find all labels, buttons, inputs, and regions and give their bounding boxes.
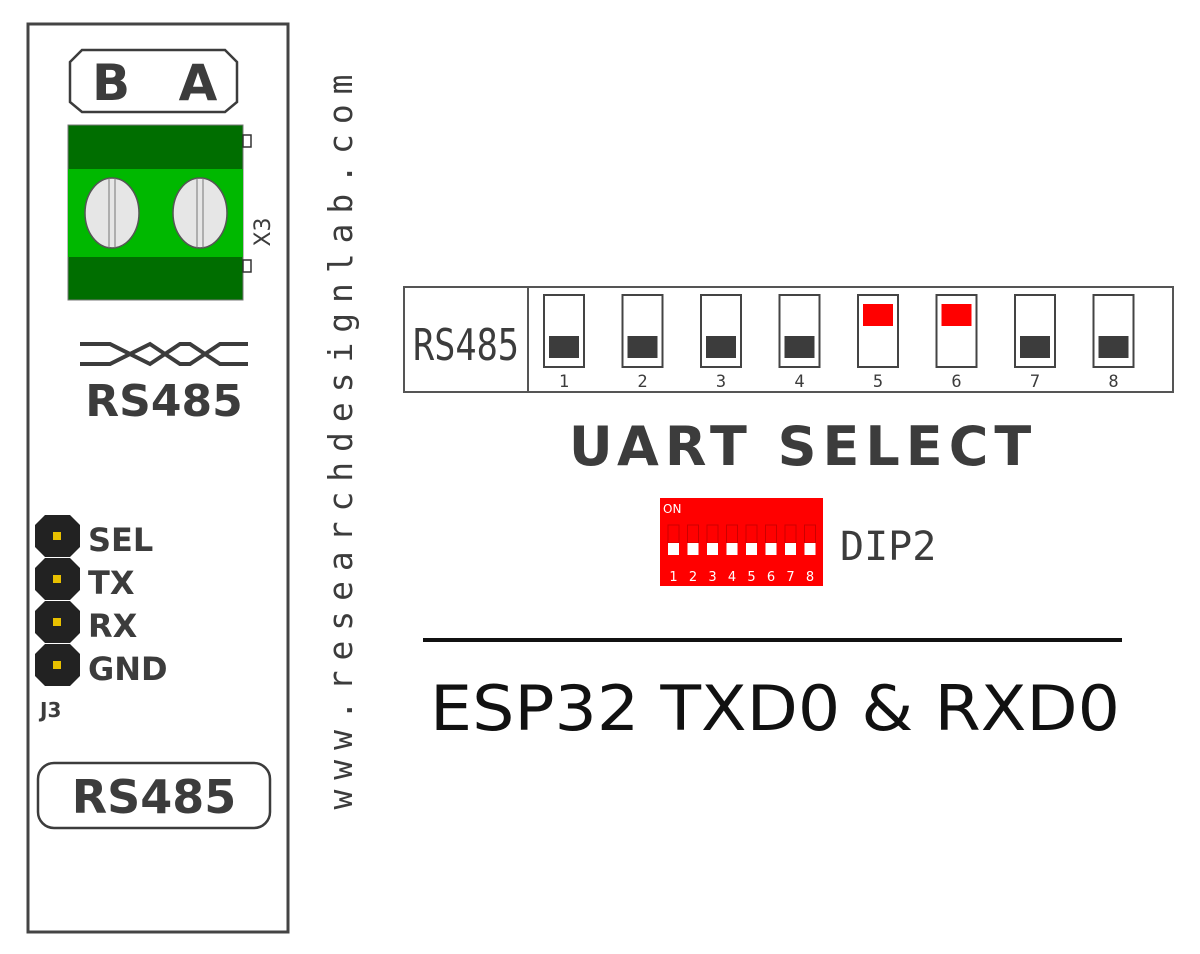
dip-on-label: ON	[663, 502, 681, 516]
bottom-label: RS485	[72, 770, 237, 824]
switch-number: 8	[1108, 372, 1118, 392]
switch-number: 2	[637, 372, 647, 392]
switch-number: 5	[873, 372, 883, 392]
rs485-label: RS485	[85, 376, 242, 427]
dip-number: 7	[786, 570, 794, 585]
switch-number: 7	[1030, 372, 1040, 392]
dip-number: 4	[728, 570, 736, 585]
switch-knob	[627, 336, 658, 358]
bottom-label-box	[36, 761, 272, 830]
switch-knob	[1020, 336, 1050, 358]
dip-knob	[785, 543, 796, 555]
dip-number: 3	[708, 570, 716, 585]
dip-number: 5	[747, 570, 755, 585]
pin-label-tx: TX	[88, 564, 135, 602]
screw-icon	[172, 177, 228, 249]
uart-switch-5[interactable]: 5	[857, 294, 899, 392]
switch-knob	[941, 304, 972, 326]
uart-switch-3[interactable]: 3	[700, 294, 742, 392]
dip-ref: DIP2	[840, 524, 936, 570]
switch-number: 6	[951, 372, 961, 392]
uart-select-title: UART SELECT	[569, 415, 1037, 478]
uart-switch-8[interactable]: 8	[1092, 294, 1135, 392]
switch-knob	[549, 336, 579, 358]
terminal-ref: X3	[251, 217, 276, 246]
dip-number: 8	[806, 570, 814, 585]
switch-number: 3	[716, 372, 726, 392]
uart-switch-1[interactable]: 1	[543, 294, 585, 392]
dip-number: 6	[767, 570, 775, 585]
dip-knob	[765, 543, 777, 555]
pin-header	[35, 515, 80, 686]
header-ref: J3	[38, 698, 61, 722]
dip-knob	[746, 543, 757, 555]
uart-switch-2[interactable]: 2	[621, 294, 664, 392]
screw-icon	[84, 177, 140, 249]
dip-knob	[707, 543, 718, 555]
switch-knob	[784, 336, 815, 358]
dip-number: 1	[669, 570, 677, 585]
screw-terminal	[67, 124, 252, 301]
pin-label-rx: RX	[88, 607, 138, 645]
switch-group-label: RS485	[413, 320, 519, 371]
switch-number: 1	[559, 372, 569, 392]
dip-knob	[668, 543, 679, 555]
switch-knob	[706, 336, 736, 358]
dip-knob	[687, 543, 699, 555]
caption: ESP32 TXD0 & RXD0	[430, 672, 1120, 745]
pin-label-sel: SEL	[88, 521, 153, 559]
website-text: www.researchdesignlab.com	[321, 75, 360, 810]
dip-knob	[804, 543, 816, 555]
uart-switch-6[interactable]: 6	[935, 294, 978, 392]
dip-number: 2	[689, 570, 697, 585]
terminal-label-b: B	[92, 54, 130, 112]
pin-label-gnd: GND	[88, 650, 168, 688]
switch-number: 4	[794, 372, 804, 392]
uart-switch-7[interactable]: 7	[1014, 294, 1056, 392]
dip-knob	[726, 543, 738, 555]
twisted-pair-icon	[80, 341, 248, 367]
terminal-label-box	[68, 48, 239, 114]
switch-knob	[1098, 336, 1129, 358]
uart-switch-4[interactable]: 4	[778, 294, 821, 392]
terminal-label-a: A	[179, 54, 218, 112]
switch-knob	[863, 304, 893, 326]
